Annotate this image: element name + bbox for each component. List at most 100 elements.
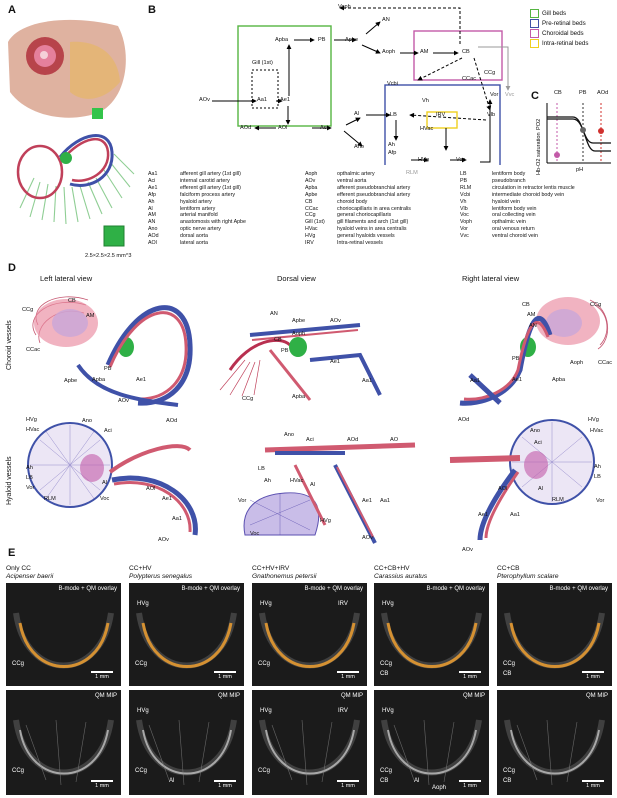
view-title-left: Left lateral view <box>40 274 93 283</box>
glossary-abbreviation: Aa1 <box>148 171 158 177</box>
glossary-definition: lateral aorta <box>180 240 208 247</box>
node-hvg: HVg <box>418 157 429 163</box>
structure-label: Al <box>414 778 420 784</box>
vessel-label: Vor <box>26 485 35 491</box>
scale-bar: 1 mm <box>459 780 481 789</box>
vessel-label: CCac <box>598 360 612 366</box>
node-am: AM <box>420 49 429 55</box>
vessel-label: Voc <box>100 496 110 502</box>
vessel-label: Aa1 <box>172 516 182 522</box>
structure-label: CB <box>380 778 389 784</box>
vessel-label: PB <box>104 366 112 372</box>
vessel-group: CC+HV <box>129 565 152 572</box>
species-name: Pterophyllum scalare <box>497 573 559 580</box>
glossary-abbreviation: Ano <box>148 226 158 233</box>
vessel-label: Ae1 <box>162 496 172 502</box>
scale-bar: 1 mm <box>337 671 359 680</box>
vessel-group: Only CC <box>6 565 31 572</box>
vessel-label: AOv <box>330 318 341 324</box>
vessel-label: RLM <box>44 496 56 502</box>
glossary-definition: lentiform body <box>492 171 526 177</box>
glossary-definition: pseudobranch <box>492 177 526 184</box>
node-aod: AOd <box>240 125 252 131</box>
scale-bar-line <box>459 671 481 673</box>
row-label-choroid: Choroid vessels <box>6 320 13 370</box>
scale-bar-line <box>214 780 236 782</box>
choroidal-bed-box <box>413 30 503 81</box>
image-mode-tag: QM MIP <box>95 693 117 699</box>
scale-bar-line <box>337 671 359 673</box>
glossary-definition: oral collecting vein <box>492 212 536 219</box>
glossary-definition: falciform process artery <box>180 191 236 198</box>
node-ccac: CCac <box>462 76 476 82</box>
vessel-label: CCg <box>22 307 34 313</box>
vessel-label: Ae1 <box>330 359 340 365</box>
node-apbe: Apbe <box>345 37 359 43</box>
vessel-label: AO <box>390 437 399 443</box>
scale-bar-label: 1 mm <box>218 674 232 680</box>
scale-bar-line <box>582 780 604 782</box>
vessel-label: Aci <box>306 437 314 443</box>
node-al: Al <box>354 111 359 117</box>
node-hvac: HVac <box>420 126 434 132</box>
scale-bar: 1 mm <box>91 671 113 680</box>
scale-bar: 1 mm <box>214 671 236 680</box>
node-voc: Voc <box>456 157 466 163</box>
legend-swatch <box>530 28 539 38</box>
structure-label: CCg <box>258 661 271 667</box>
scale-bar-label: 1 mm <box>95 783 109 789</box>
vessel-label: PB <box>512 356 520 362</box>
panel-b-flow-diagram <box>212 5 511 165</box>
glossary-definition: choroid body <box>337 198 368 205</box>
pre-retinal-bed-box <box>384 84 501 165</box>
bed-legend: Gill beds Pre-retinal beds Choroidal bed… <box>530 8 588 48</box>
glossary-definition: opthalmic vein <box>492 219 526 226</box>
scale-bar-label: 1 mm <box>95 674 109 680</box>
structure-label: CB <box>503 671 512 677</box>
node-aol: AOl <box>278 125 288 131</box>
node-an: AN <box>382 17 390 23</box>
structure-label: CCg <box>12 768 25 774</box>
legend-item-intra-retinal: Intra-retinal beds <box>530 38 588 48</box>
glossary-definition: gill filaments and arch (1st gill) <box>337 219 409 226</box>
node-vvc: Vvc <box>505 92 515 98</box>
glossary-abbreviation: HVac <box>305 226 318 233</box>
panel-c-label-pb: PB <box>579 90 587 96</box>
node-ae1: Ae1 <box>280 97 290 103</box>
view-title-right: Right lateral view <box>462 274 520 283</box>
vessel-label: CB <box>522 302 530 308</box>
panel-c-label-aod: AOd <box>597 90 609 96</box>
vessel-label: AOv <box>362 535 373 541</box>
vessel-group: CC+CB <box>497 565 520 572</box>
vessel-label: CB <box>68 298 76 304</box>
glossary-abbreviation: LB <box>460 171 467 177</box>
vessel-label: LB <box>258 466 265 472</box>
scale-bar-label: 1 mm <box>463 674 477 680</box>
vessel-label: Aa1 <box>470 378 480 384</box>
scale-bar: 1 mm <box>582 671 604 680</box>
scale-bar-label: 1 mm <box>218 783 232 789</box>
glossary-definition: ventral aorta <box>337 177 367 184</box>
structure-label: HVg <box>260 601 272 607</box>
glossary-abbreviation: CCg <box>305 212 316 219</box>
legend-swatch <box>530 38 539 48</box>
node-vor: Vor <box>490 92 499 98</box>
glossary-abbreviation: RLM <box>460 184 472 191</box>
panel-c-xlabel: pH <box>576 167 584 173</box>
